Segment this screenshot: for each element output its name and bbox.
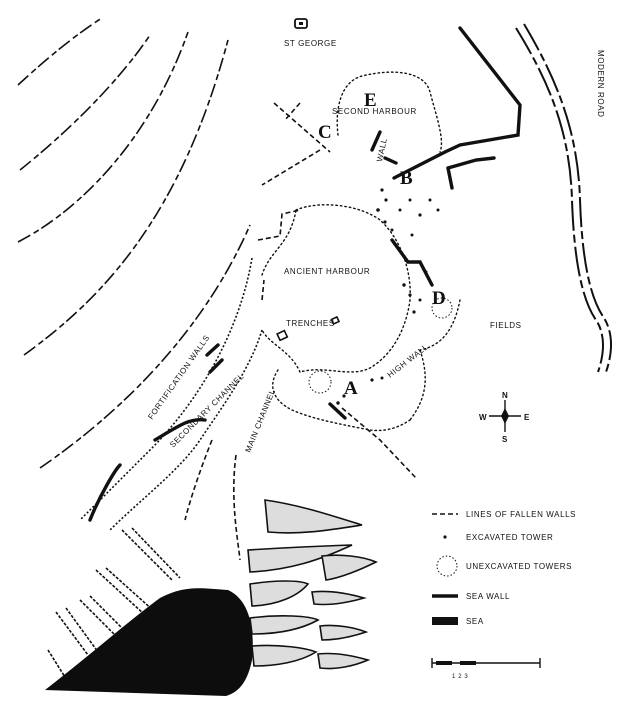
- fortification-walls: [79, 257, 263, 531]
- legend-unexcavated-towers: UNEXCAVATED TOWERS: [466, 562, 572, 571]
- compass-s: S: [502, 435, 508, 444]
- label-modern-road: MODERN ROAD: [596, 50, 605, 118]
- legend-sea-wall: SEA WALL: [466, 592, 510, 601]
- trench-markers: [276, 315, 341, 342]
- label-ancient-harbour: ANCIENT HARBOUR: [284, 267, 370, 276]
- label-st-george: ST GEORGE: [284, 39, 337, 48]
- fallen-walls: [184, 102, 417, 561]
- label-fields: FIELDS: [490, 321, 522, 330]
- label-second-harbour: SECOND HARBOUR: [332, 107, 417, 116]
- label-main-channel: MAIN CHANNEL: [244, 388, 278, 454]
- site-letter-c: C: [318, 122, 332, 143]
- jetties: [247, 499, 378, 670]
- label-trenches: TRENCHES: [286, 319, 335, 328]
- st-george-chapel-icon: [294, 18, 308, 29]
- scale-bar-ticks: 1 2 3: [452, 674, 468, 680]
- legend-excavated-tower: EXCAVATED TOWER: [466, 533, 553, 542]
- unexcavated-tower-circles: [308, 297, 453, 394]
- legend-unexcavated-towers-swatch: [436, 555, 458, 577]
- modern-road: [515, 23, 612, 373]
- hatched-jetties: [47, 527, 181, 686]
- scale-bar: [431, 658, 541, 668]
- site-letter-b: B: [400, 168, 413, 189]
- legend-fallen-walls: LINES OF FALLEN WALLS: [466, 510, 576, 519]
- legend-excavated-tower-swatch: [443, 535, 447, 539]
- excavated-tower-stipple: [336, 188, 440, 405]
- sea-area: [45, 588, 253, 696]
- harbour-dotted-boundaries: [261, 71, 461, 432]
- compass-n: N: [502, 391, 508, 400]
- site-letter-e: E: [364, 90, 377, 111]
- legend-sea: SEA: [466, 617, 484, 626]
- compass-rose-icon: [489, 400, 521, 432]
- site-letter-d: D: [432, 288, 446, 309]
- legend: LINES OF FALLEN WALLS EXCAVATED TOWER UN…: [432, 510, 576, 626]
- compass-e: E: [524, 413, 530, 422]
- coastline-ridges: [17, 17, 251, 469]
- legend-sea-swatch: [432, 617, 458, 625]
- compass-w: W: [479, 413, 487, 422]
- site-letter-a: A: [344, 378, 358, 399]
